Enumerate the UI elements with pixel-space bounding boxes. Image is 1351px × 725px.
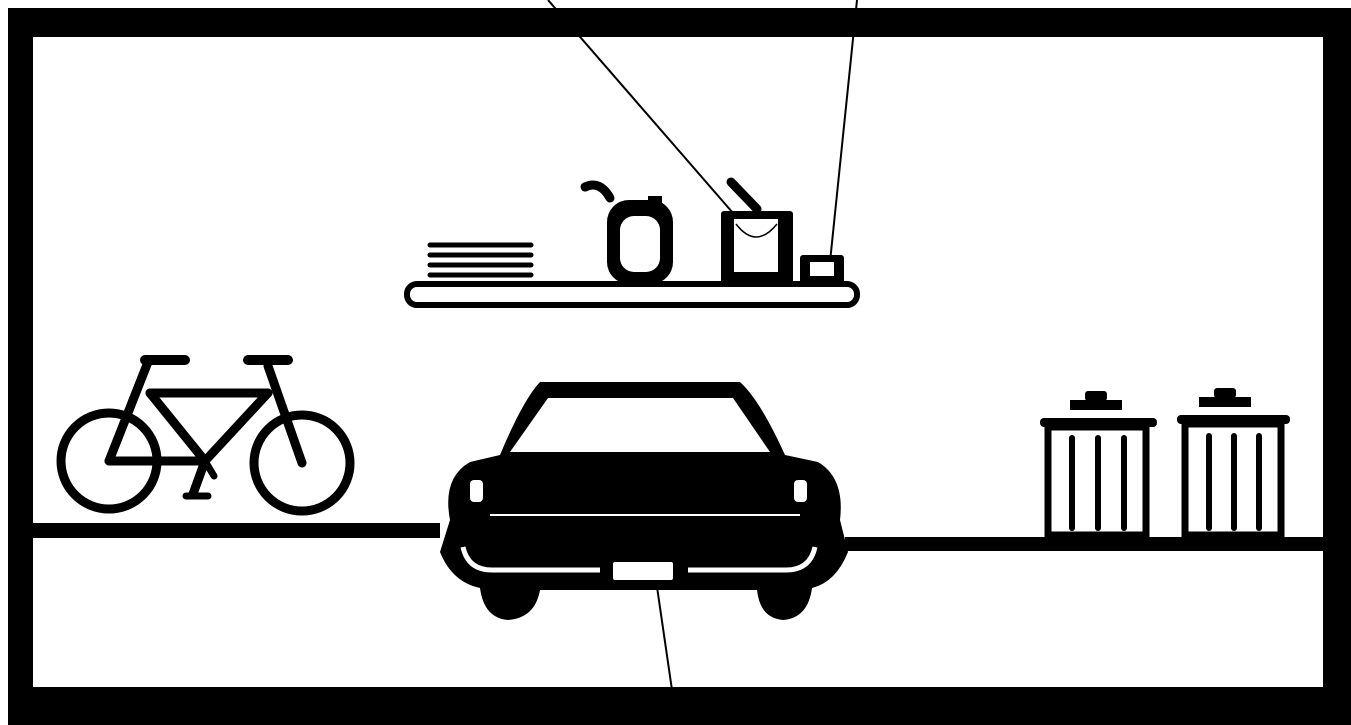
wall-shelf-icon (407, 284, 857, 305)
small-container-icon (800, 255, 844, 285)
license-plate (613, 562, 673, 580)
